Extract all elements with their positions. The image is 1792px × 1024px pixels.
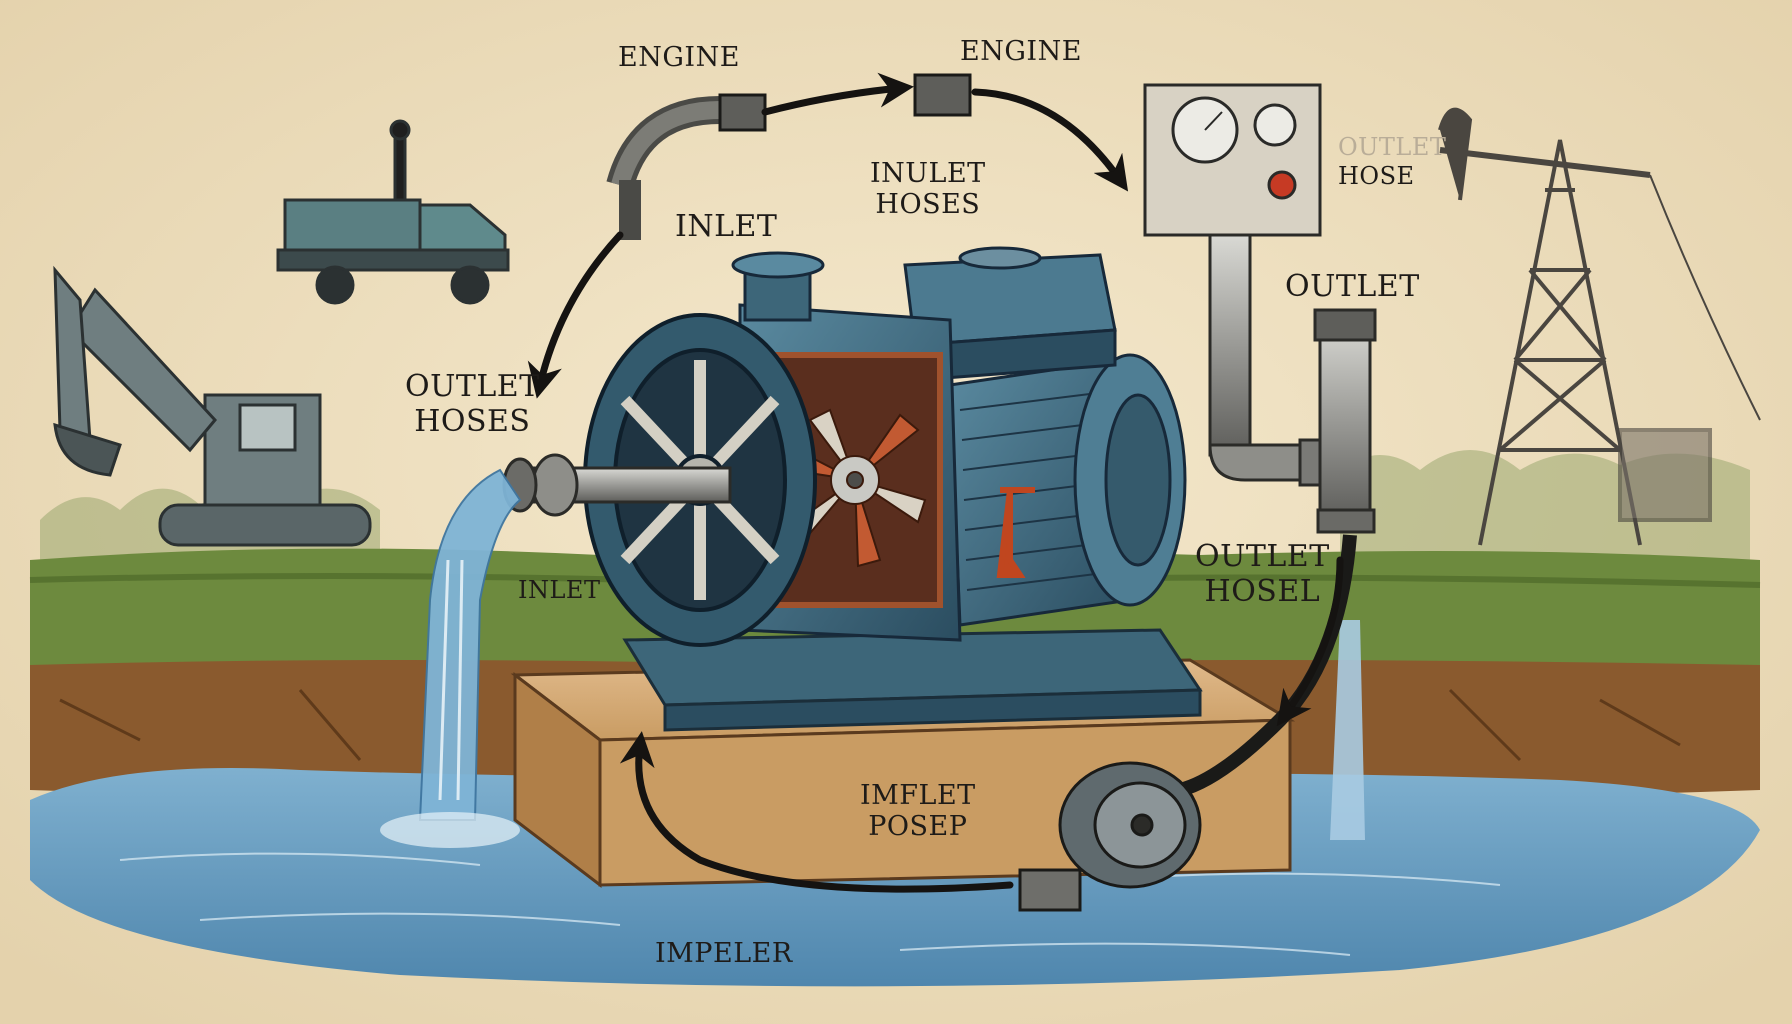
hose-reel	[1018, 761, 1202, 912]
label-outlet-right: OUTLET	[1285, 269, 1420, 304]
label-imflet-posep-line1: IMFLET	[860, 780, 976, 811]
excavator	[53, 265, 372, 547]
pump-base-frame	[622, 628, 1203, 732]
label-engine-left: ENGINE	[618, 42, 740, 73]
label-hose-right: HOSE	[1338, 162, 1415, 190]
label-outlet-hoses-line1: OUTLET	[405, 369, 540, 404]
label-imflet-posep: IMFLET POSEP	[860, 780, 976, 842]
arrow-top	[761, 72, 914, 116]
label-outlet-hosel: OUTLET HOSEL	[1195, 539, 1330, 609]
label-outlet-hosel-line1: OUTLET	[1195, 539, 1330, 574]
label-inulet-hoses-line1: INULET	[870, 158, 986, 189]
water-spout-right	[1330, 620, 1365, 840]
outlet-pipe	[1313, 308, 1377, 534]
label-inulet-hoses-line2: HOSES	[875, 189, 981, 221]
dump-truck	[276, 119, 510, 305]
flow-arrows	[527, 72, 1344, 893]
electric-motor	[903, 246, 1187, 627]
arrow-right-down	[1276, 556, 1344, 727]
impeller	[783, 408, 927, 568]
label-outlet-hosel-line2: HOSEL	[1204, 573, 1321, 609]
label-imflet-posep-line2: POSEP	[868, 811, 968, 843]
label-inlet-top: INLET	[675, 209, 778, 244]
label-inlet-left: INLET	[518, 576, 601, 604]
label-outlet-hoses: OUTLET HOSES	[405, 369, 540, 439]
label-engine-right: ENGINE	[960, 36, 1082, 67]
label-impeler: IMPELER	[655, 938, 793, 969]
arrow-left-down	[527, 231, 624, 399]
arrow-top-right	[971, 88, 1129, 192]
arrow-bottom-loop	[619, 731, 1014, 893]
oil-derrick	[1438, 107, 1761, 546]
top-hose	[606, 73, 972, 240]
label-inulet-hoses: INULET HOSES	[870, 158, 986, 220]
label-outlet-faint: OUTLET	[1338, 133, 1447, 161]
control-panel	[1143, 83, 1322, 237]
label-outlet-hoses-line2: HOSES	[414, 403, 531, 439]
